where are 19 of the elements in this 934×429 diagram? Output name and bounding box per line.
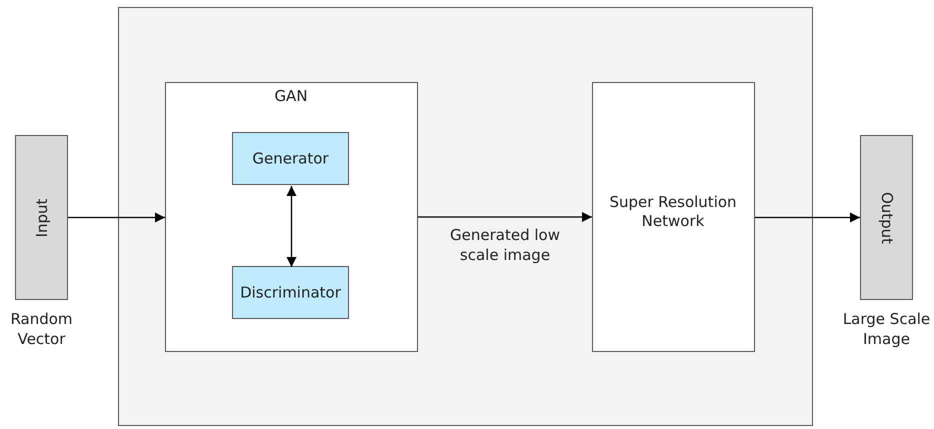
arrow — [755, 212, 860, 222]
discriminator-box — [232, 266, 349, 319]
node-caption: Large Scale Image — [842, 310, 932, 349]
node-label: Discriminator — [239, 282, 342, 302]
node-label: Super Resolution Network — [608, 192, 738, 232]
node-label: Input — [32, 198, 50, 237]
input-bar — [15, 135, 68, 300]
node-label: Generator — [251, 148, 330, 168]
generator-box — [232, 132, 349, 185]
arrow — [286, 186, 296, 267]
node-caption: Random Vector — [9, 310, 74, 349]
node-label: Output — [878, 191, 896, 244]
box-heading: GAN — [273, 86, 309, 106]
output-bar — [860, 135, 913, 300]
arrow — [418, 212, 592, 222]
gan-box — [164, 82, 418, 352]
arrow — [68, 212, 165, 222]
system-panel — [118, 7, 813, 426]
network-box — [592, 82, 754, 352]
